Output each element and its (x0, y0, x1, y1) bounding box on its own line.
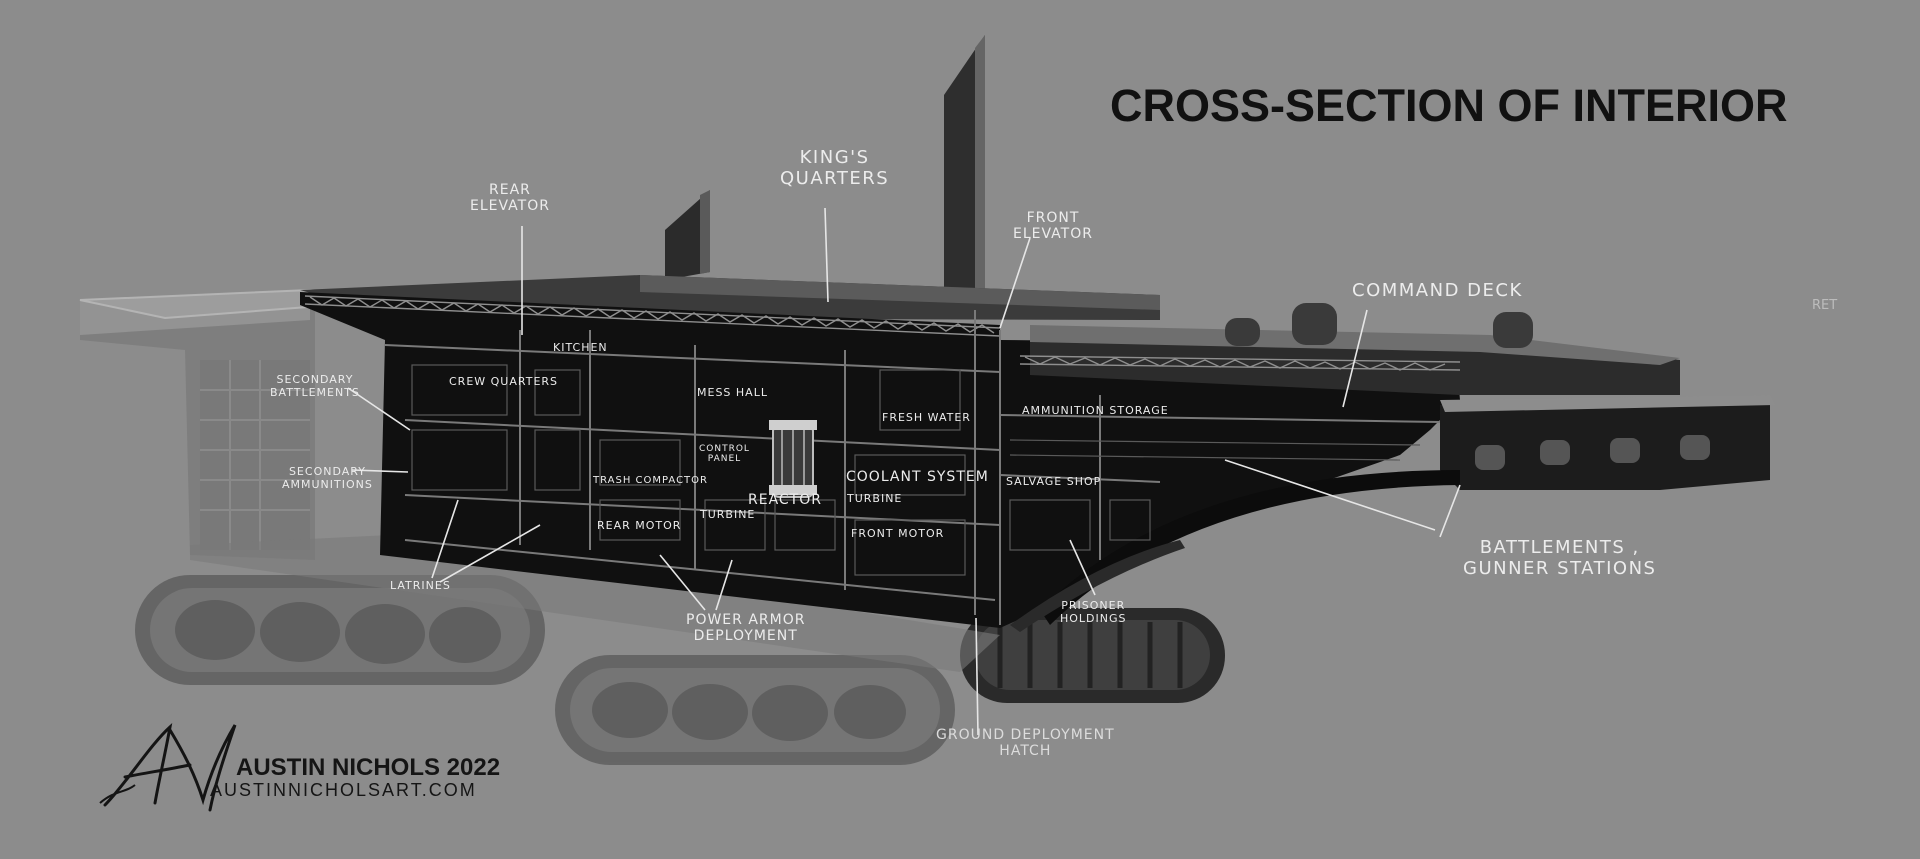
ghost-hull-shell (190, 535, 1000, 672)
funnel-small-face (700, 190, 710, 274)
label-rear-motor: REAR MOTOR (597, 519, 682, 532)
label-command-deck: COMMAND DECK (1352, 280, 1523, 301)
label-kitchen: KITCHEN (553, 341, 608, 354)
funnel-small (665, 190, 710, 280)
label-ammunition-storage: AMMUNITION STORAGE (1022, 404, 1169, 417)
label-coolant-system: COOLANT SYSTEM (846, 469, 989, 485)
artist-credit: AUSTIN NICHOLS 2022 (236, 754, 501, 781)
corner-text-fragment: RET (1812, 298, 1838, 313)
label-salvage-shop: SALVAGE SHOP (1006, 475, 1102, 488)
artist-website: AUSTINNICHOLSART.COM (210, 780, 477, 800)
rear-right-track (555, 655, 955, 765)
funnel-tall (944, 35, 985, 298)
label-front-motor: FRONT MOTOR (851, 527, 945, 540)
label-crew-quarters: CREW QUARTERS (449, 375, 559, 388)
page-title: CROSS-SECTION OF INTERIOR (1110, 80, 1788, 131)
rear-left-track (135, 575, 545, 685)
label-fresh-water: FRESH WATER (882, 411, 971, 424)
leader-lines (347, 207, 1461, 736)
funnel-tall-face (975, 35, 985, 296)
rear-ghost-structure (80, 290, 315, 560)
deck-turrets (1225, 303, 1533, 348)
signature-logo (99, 722, 237, 812)
label-battlements-gunner-stations: BATTLEMENTS ,GUNNER STATIONS (1463, 537, 1657, 579)
label-reactor: REACTOR (748, 492, 822, 508)
interior-detail (411, 364, 1421, 576)
label-trash-compactor: TRASH COMPACTOR (593, 475, 708, 486)
label-turbine-right: TURBINE (847, 492, 903, 505)
front-track (960, 608, 1225, 703)
label-mess-hall: MESS HALL (697, 386, 768, 399)
label-turbine-left: TURBINE (700, 508, 756, 521)
label-latrines: LATRINES (390, 579, 451, 592)
front-battlement-guns (1475, 435, 1710, 470)
reactor-core (769, 420, 817, 498)
deck-trusses (304, 295, 1461, 371)
